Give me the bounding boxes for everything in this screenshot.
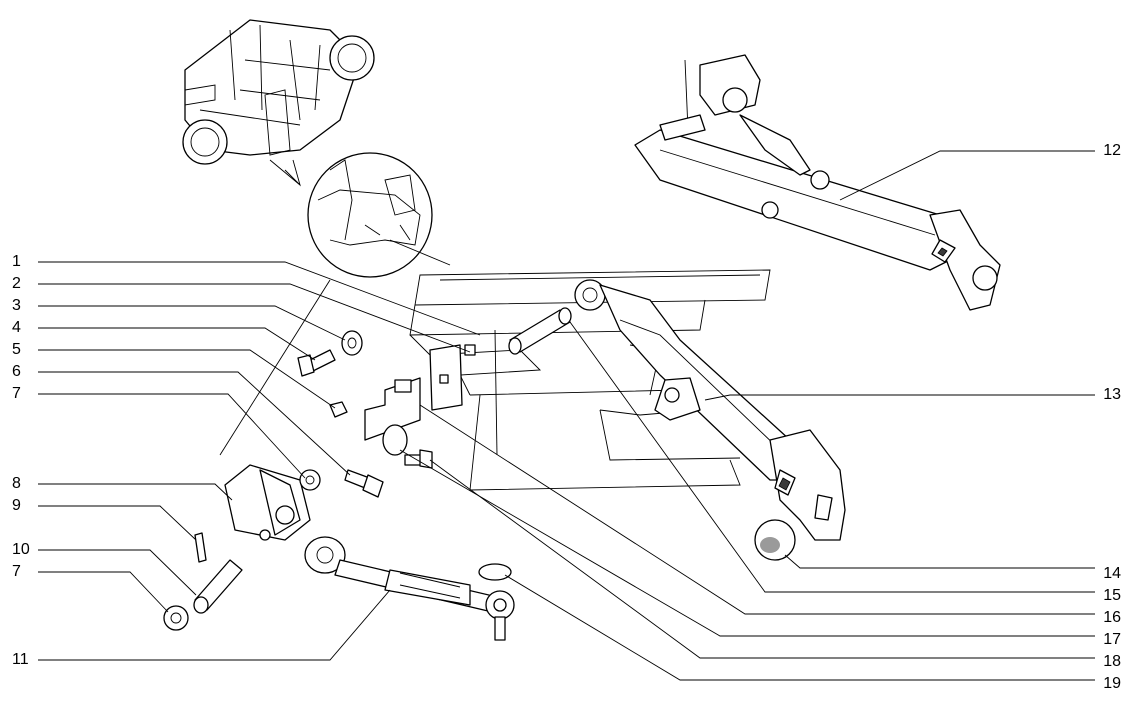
callout-label: 1: [12, 253, 21, 270]
tractor-rear-axle-icon: [182, 19, 375, 187]
callout-label: 6: [12, 363, 21, 380]
callout-label: 18: [1103, 653, 1121, 670]
callout-label: 11: [12, 651, 29, 668]
bracket-part-8: [224, 464, 321, 541]
leader-lines: [38, 150, 1095, 681]
washer-part-7: [163, 605, 189, 631]
pin-part-9: [194, 532, 207, 563]
nut-part-5: [329, 401, 348, 418]
bolt-part-18: [404, 449, 433, 469]
callout-label: 19: [1103, 675, 1121, 692]
callout-label: 12: [1103, 142, 1121, 159]
callout-label: 3: [12, 297, 21, 314]
callout-label: 4: [12, 319, 21, 336]
callout-label: 10: [12, 541, 30, 558]
callout-label: 2: [12, 275, 21, 292]
callout-label: 5: [12, 341, 21, 358]
callout-label: 14: [1103, 565, 1121, 582]
callout-label: 15: [1103, 587, 1121, 604]
callout-label: 8: [12, 475, 21, 492]
detail-magnifier: [307, 152, 433, 278]
plate-part-2: [429, 344, 476, 411]
bracket-outline-ghost: [409, 269, 771, 491]
callout-label: 13: [1103, 386, 1121, 403]
callout-label: 7: [12, 385, 21, 402]
pin-part-15: [508, 307, 572, 355]
bracket-part-16: [364, 377, 421, 441]
disc-part-17: [382, 424, 408, 456]
bolt-part-4: [297, 349, 336, 377]
circlip-part-19: [478, 563, 512, 581]
callout-label: 16: [1103, 609, 1121, 626]
pin-part-10: [193, 559, 243, 614]
callout-label: 17: [1103, 631, 1121, 648]
bolt-part-6: [344, 469, 384, 498]
top-link-icon: [634, 54, 1001, 311]
callout-label: 7: [12, 563, 21, 580]
washer-part-3: [341, 330, 363, 356]
callout-label: 9: [12, 497, 21, 514]
lower-link-arm-icon: [574, 279, 846, 561]
turnbuckle-part-11: [304, 536, 515, 641]
